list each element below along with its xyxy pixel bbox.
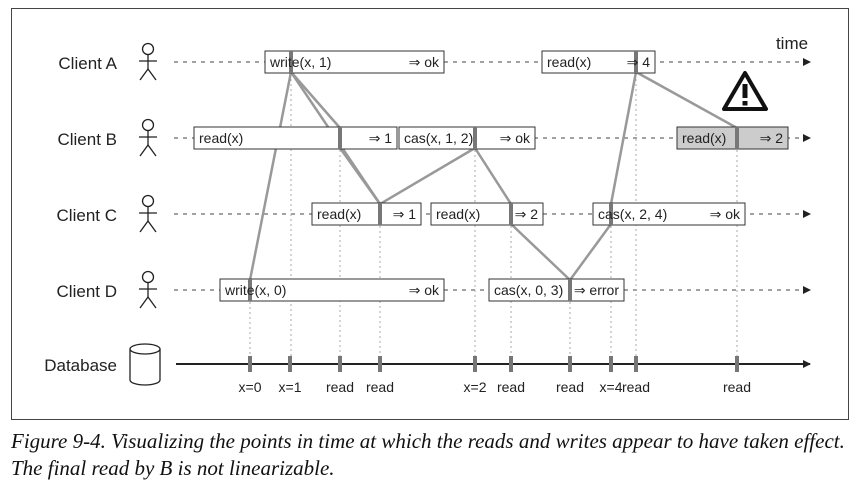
person-leg-right — [147, 144, 157, 157]
operation-result: ⇒ 4 — [627, 54, 651, 70]
warning-bar — [742, 84, 748, 98]
operation-a-1: read(x) ⇒ 4 — [541, 50, 656, 74]
person-leg-right — [147, 220, 157, 233]
operation-label: write(x, 1) — [269, 54, 331, 70]
dependency-line — [635, 70, 738, 130]
person-leg-left — [139, 220, 149, 233]
dependency-line — [473, 147, 513, 205]
client-label-a: Client A — [58, 54, 117, 73]
operation-box — [430, 202, 544, 226]
dependency-line — [609, 71, 638, 205]
operation-result: ⇒ ok — [409, 54, 440, 70]
operation-result: ⇒ ok — [710, 206, 741, 222]
client-b-person-icon — [139, 118, 157, 157]
cylinder-top — [129, 343, 161, 355]
database-event-label: x=4 — [600, 379, 623, 395]
database-event-label: read — [556, 379, 584, 395]
dependency-line — [248, 71, 293, 281]
database-event-label: read — [622, 379, 650, 395]
operation-box — [311, 202, 422, 226]
operation-label: write(x, 0) — [224, 282, 286, 298]
dependency-line — [290, 71, 341, 129]
person-leg-right — [147, 68, 157, 81]
person-head — [141, 42, 155, 56]
person-head — [141, 118, 155, 132]
operation-result: ⇒ error — [574, 282, 620, 298]
cylinder-body — [129, 349, 161, 386]
operation-box — [264, 50, 445, 74]
operation-box — [676, 126, 789, 150]
operation-result: ⇒ ok — [500, 130, 531, 146]
operation-result: ⇒ ok — [409, 282, 440, 298]
operation-result: ⇒ 1 — [393, 206, 417, 222]
operation-label: read(x) — [199, 130, 243, 146]
operation-label: cas(x, 2, 4) — [598, 206, 667, 222]
database-event-label: x=1 — [279, 379, 302, 395]
client-a-person-icon — [139, 42, 157, 81]
operation-box — [488, 278, 625, 302]
operation-box — [398, 126, 536, 150]
dependency-line — [568, 223, 613, 281]
client-label-d: Client D — [57, 282, 117, 301]
person-head — [141, 270, 155, 284]
database-event-label: read — [326, 379, 354, 395]
operation-label: read(x) — [682, 130, 726, 146]
person-head — [141, 194, 155, 208]
operation-b-3: cas(x, 1, 2) ⇒ ok — [398, 126, 536, 150]
dependency-line — [338, 147, 382, 205]
operation-result: ⇒ 1 — [369, 130, 393, 146]
dependency-line — [379, 146, 476, 206]
operation-c-7: cas(x, 2, 4) ⇒ ok — [592, 202, 746, 226]
client-d-person-icon — [139, 270, 157, 309]
operation-box — [541, 50, 656, 74]
operation-label: read(x) — [547, 54, 591, 70]
database-cylinder-icon — [129, 343, 161, 386]
person-leg-right — [147, 296, 157, 309]
database-event-label: read — [497, 379, 525, 395]
operation-result: ⇒ 2 — [515, 206, 539, 222]
database-event-label: read — [723, 379, 751, 395]
operation-b-2: read(x) ⇒ 1 — [193, 126, 398, 150]
client-c-person-icon — [139, 194, 157, 233]
database-event-label: x=0 — [239, 379, 262, 395]
operation-label: read(x) — [436, 206, 480, 222]
operation-c-5: read(x) ⇒ 1 — [311, 202, 422, 226]
operation-result: ⇒ 2 — [760, 130, 784, 146]
client-label-b: Client B — [57, 130, 117, 149]
client-label-c: Client C — [57, 206, 117, 225]
database-event-label: read — [366, 379, 394, 395]
time-label: time — [776, 34, 808, 53]
operation-label: read(x) — [317, 206, 361, 222]
figure-caption: Figure 9-4. Visualizing the points in ti… — [11, 429, 845, 480]
operation-d-8: write(x, 0) ⇒ ok — [219, 278, 445, 302]
diagram-frame: write(x, 1) ⇒ ok read(x) ⇒ 4 read(x) ⇒ 1 cas(x… — [11, 8, 849, 420]
operation-c-6: read(x) ⇒ 2 — [430, 202, 544, 226]
operation-label: cas(x, 1, 2) — [404, 130, 473, 146]
operation-box — [193, 126, 398, 150]
person-leg-left — [139, 68, 149, 81]
dependency-line — [510, 223, 571, 281]
linearizability-diagram: write(x, 1) ⇒ ok read(x) ⇒ 4 read(x) ⇒ 1 cas(x… — [44, 34, 811, 395]
warning-dot — [742, 101, 748, 106]
database-label: Database — [44, 356, 117, 375]
person-leg-left — [139, 144, 149, 157]
person-leg-left — [139, 296, 149, 309]
operation-d-9: cas(x, 0, 3) ⇒ error — [488, 278, 625, 302]
operation-label: cas(x, 0, 3) — [494, 282, 563, 298]
operation-box — [219, 278, 445, 302]
operation-box — [592, 202, 746, 226]
warning-triangle-icon — [722, 71, 768, 111]
operation-a-0: write(x, 1) ⇒ ok — [264, 50, 445, 74]
database-event-label: x=2 — [464, 379, 487, 395]
operation-b-4: read(x) ⇒ 2 — [676, 126, 789, 150]
